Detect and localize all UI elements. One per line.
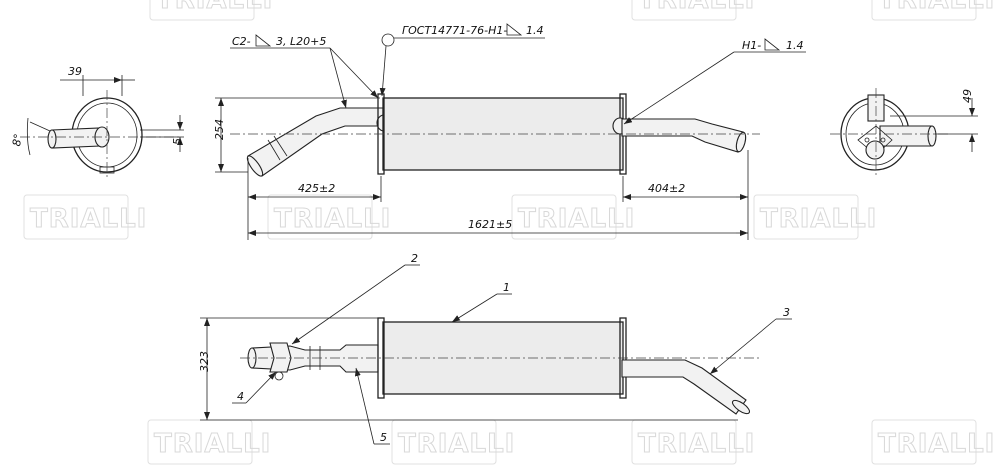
callout-2: 2 — [291, 252, 420, 345]
end-view-pipe — [51, 127, 101, 149]
gost-value: 1.4 — [526, 24, 544, 37]
weld-h1-label: Н1- — [742, 39, 761, 52]
weld-c2-annotation: C2- 3, L20+5 — [230, 34, 379, 109]
gost-label: ГОСТ14771-76-Н1- — [402, 24, 507, 37]
watermark-text: TRIALLI — [274, 204, 391, 234]
weld-triangle-icon — [255, 34, 272, 47]
watermark-text: TRIALLI — [760, 204, 877, 234]
dim-404-label: 404±2 — [648, 182, 685, 195]
weld-c2-label: C2- — [232, 35, 251, 48]
assembly-outlet-pipe — [621, 359, 747, 415]
dim-49-label: 49 — [961, 89, 974, 103]
weld-h1-value: 1.4 — [786, 39, 804, 52]
callout-5: 5 — [354, 367, 390, 445]
gost-annotation: ГОСТ14771-76-Н1- 1.4 — [379, 23, 545, 97]
watermark-text: TRIALLI — [154, 429, 271, 459]
left-end-view: 39 8° 5 — [10, 65, 184, 180]
callout-4: 4 — [232, 371, 277, 404]
right-end-view: 49 — [830, 88, 978, 178]
dim-39-label: 39 — [68, 65, 82, 78]
watermark-logo: TRIALLI — [149, 0, 273, 21]
watermark-logo: TRIALLI — [511, 194, 635, 240]
watermark-text: TRIALLI — [518, 204, 635, 234]
callout-3: 3 — [709, 306, 792, 375]
watermark-logo: TRIALLI — [267, 194, 391, 240]
watermark-text: TRIALLI — [156, 0, 273, 15]
watermark-text: TRIALLI — [638, 0, 755, 15]
watermark-logo: TRIALLI — [871, 0, 995, 21]
weld-all-around-icon — [381, 33, 395, 47]
dim-425-label: 425±2 — [298, 182, 335, 195]
dim-323-label: 323 — [198, 351, 211, 372]
callout-1: 1 — [451, 281, 512, 323]
top-main-view: 254 425±2 404±2 1621±5 C2- 3, L20+5 — [213, 23, 806, 240]
watermark-logo: TRIALLI — [871, 419, 995, 465]
callout-1-label: 1 — [503, 281, 510, 294]
watermark-text: TRIALLI — [398, 429, 515, 459]
watermark-text: TRIALLI — [878, 429, 995, 459]
callout-4-label: 4 — [237, 390, 244, 403]
callout-2-label: 2 — [411, 252, 418, 265]
flange — [269, 342, 292, 373]
weld-h1-annotation: Н1- 1.4 — [623, 38, 806, 125]
watermark-group: TRIALLI TRIALLI TRIALLI TRIALLI TRIALLI … — [23, 0, 995, 465]
watermark-logo: TRIALLI — [147, 419, 271, 465]
watermark-logo: TRIALLI — [631, 0, 755, 21]
weld-triangle-icon — [506, 23, 523, 36]
weld-c2-value: 3, L20+5 — [276, 35, 326, 48]
outlet-pipe — [621, 118, 744, 153]
dim-254-label: 254 — [213, 119, 226, 140]
watermark-text: TRIALLI — [878, 0, 995, 15]
watermark-logo: TRIALLI — [391, 419, 515, 465]
watermark-logo: TRIALLI — [23, 194, 147, 240]
dim-1621-label: 1621±5 — [468, 218, 512, 231]
watermark-text: TRIALLI — [30, 204, 147, 234]
callout-3-label: 3 — [783, 306, 790, 319]
dim-8deg-label: 8° — [10, 133, 25, 148]
watermark-logo: TRIALLI — [631, 419, 755, 465]
inlet-pipe — [247, 107, 384, 177]
watermark-text: TRIALLI — [638, 429, 755, 459]
callout-5-label: 5 — [380, 431, 387, 444]
watermark-logo: TRIALLI — [753, 194, 877, 240]
weld-triangle-icon — [764, 38, 781, 51]
dim-5-label: 5 — [171, 138, 184, 145]
bottom-assembly-view: 323 1 2 3 4 5 — [198, 252, 792, 445]
